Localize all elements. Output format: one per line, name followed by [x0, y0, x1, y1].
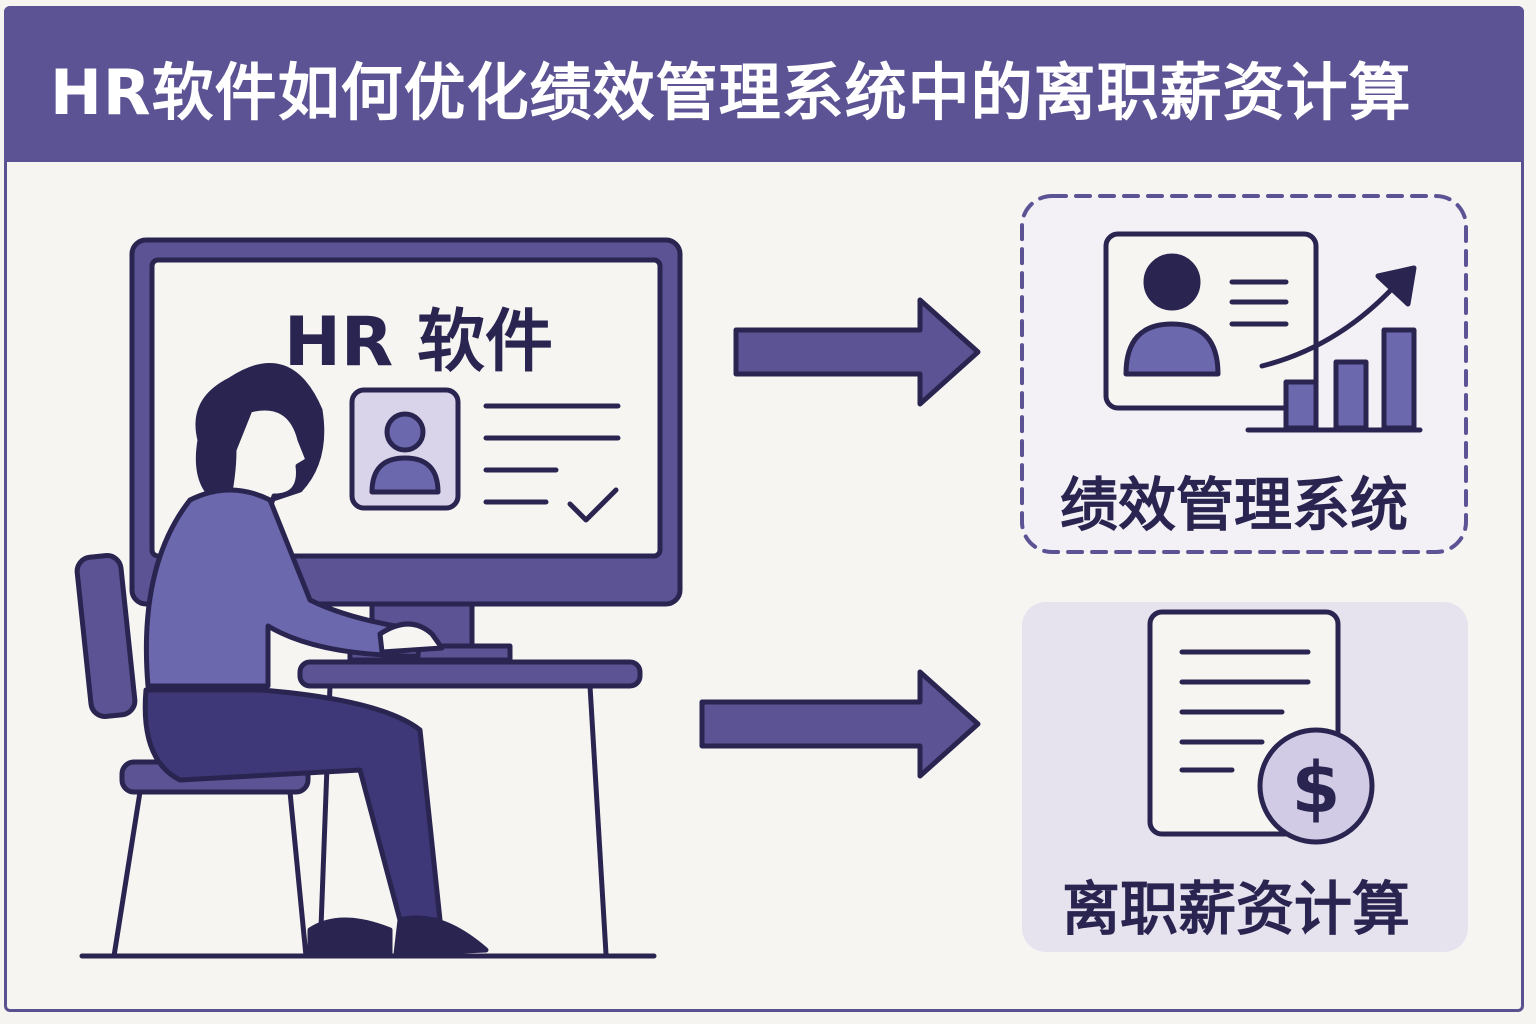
page-title: HR软件如何优化绩效管理系统中的离职薪资计算 [50, 56, 1412, 129]
performance-chart-icon [1103, 231, 1423, 433]
arrow-to-severance [699, 669, 981, 779]
profile-card-icon [349, 387, 621, 523]
severance-card-label: 离职薪资计算 [1062, 875, 1411, 943]
title-banner [4, 6, 1524, 162]
arrow-to-performance [733, 297, 981, 407]
performance-card-label: 绩效管理系统 [1060, 471, 1409, 539]
payslip-dollar-icon: $ [1147, 609, 1375, 845]
svg-text:$: $ [1292, 747, 1341, 829]
person-figure [142, 363, 489, 957]
monitor-label: HR 软件 [284, 303, 553, 382]
